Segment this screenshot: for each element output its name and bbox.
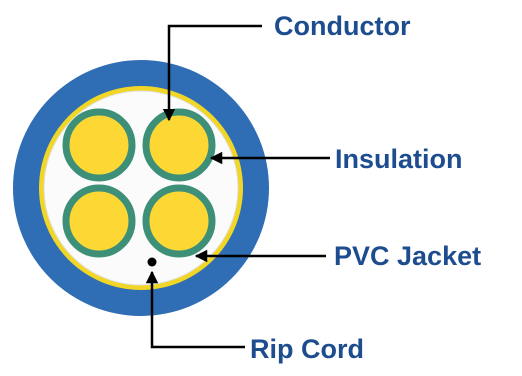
- conductor-bottom-left: [62, 184, 136, 258]
- conductor-bottom-right: [142, 184, 216, 258]
- rip-cord-leader-line: [145, 270, 245, 349]
- insulation-label: Insulation: [335, 144, 463, 174]
- pvc-jacket-label: PVC Jacket: [334, 241, 481, 271]
- rip-cord-label: Rip Cord: [250, 334, 364, 364]
- conductor-top-left: [62, 108, 136, 182]
- conductor-leader-line: [162, 24, 262, 122]
- rip-cord-dot: [147, 257, 157, 267]
- conductor-label: Conductor: [274, 11, 411, 41]
- conductor-top-right: [142, 108, 216, 182]
